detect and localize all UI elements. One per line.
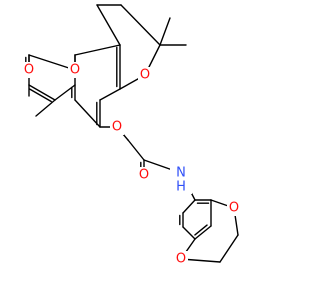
atom-bg xyxy=(68,62,82,78)
oxygen-atom-label: O xyxy=(112,120,122,135)
molecule-diagram: O O O O O N H O O xyxy=(22,4,241,267)
atom-bg xyxy=(138,67,152,83)
atom-bg xyxy=(170,166,192,194)
oxygen-atom-label: O xyxy=(139,168,149,183)
oxygen-atom-label: O xyxy=(140,68,150,83)
single-bond xyxy=(28,54,76,71)
double-bond-line xyxy=(28,88,52,103)
single-bond xyxy=(219,234,239,263)
nitrogen-atom-label: N xyxy=(176,166,186,181)
atom-bg xyxy=(174,251,188,267)
single-bond xyxy=(74,44,121,56)
single-bond xyxy=(159,17,171,46)
atom-bg xyxy=(110,119,124,135)
bond-layer xyxy=(25,4,239,263)
single-bond xyxy=(194,225,212,240)
oxygen-atom-label: O xyxy=(70,63,80,78)
hydrogen-atom-label: H xyxy=(176,180,186,195)
single-bond xyxy=(99,88,121,101)
single-bond xyxy=(182,226,196,240)
single-bond xyxy=(35,99,56,117)
oxygen-atom-label: O xyxy=(229,201,239,216)
single-bond xyxy=(182,199,196,214)
oxygen-atom-label: O xyxy=(24,63,34,78)
single-bond xyxy=(28,84,56,101)
double-bond-line xyxy=(194,224,208,236)
atom-bg xyxy=(22,62,36,78)
single-bond xyxy=(127,139,145,161)
atom-bg xyxy=(137,167,151,183)
single-bond xyxy=(74,99,101,128)
single-bond xyxy=(96,4,121,46)
atom-bg xyxy=(227,200,241,216)
structure-svg: O O O O O N H O O xyxy=(22,4,241,267)
single-bond xyxy=(120,4,161,46)
oxygen-atom-label: O xyxy=(176,252,186,267)
atom-label-layer: O O O O O N H O O xyxy=(22,62,241,267)
